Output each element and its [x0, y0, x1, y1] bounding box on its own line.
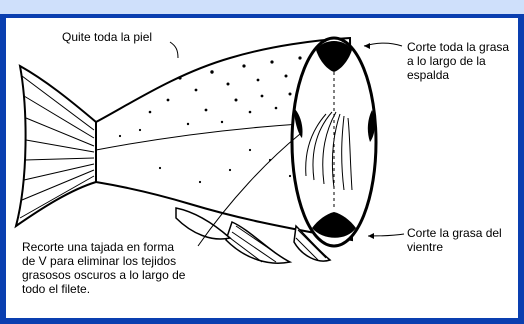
- tail-fin: [16, 66, 96, 226]
- label-skin: Quite toda la piel: [62, 30, 152, 44]
- back-fat-arrowhead: [364, 43, 370, 49]
- label-belly-fat: Corte la grasa del vientre: [407, 226, 502, 254]
- label-v-cut: Recorte una tajada en forma de V para el…: [22, 240, 185, 296]
- skin-leader: [170, 42, 178, 58]
- belly-fat-arrowhead: [368, 233, 374, 239]
- label-back-fat: Corte toda la grasa a lo largo de la esp…: [407, 40, 509, 82]
